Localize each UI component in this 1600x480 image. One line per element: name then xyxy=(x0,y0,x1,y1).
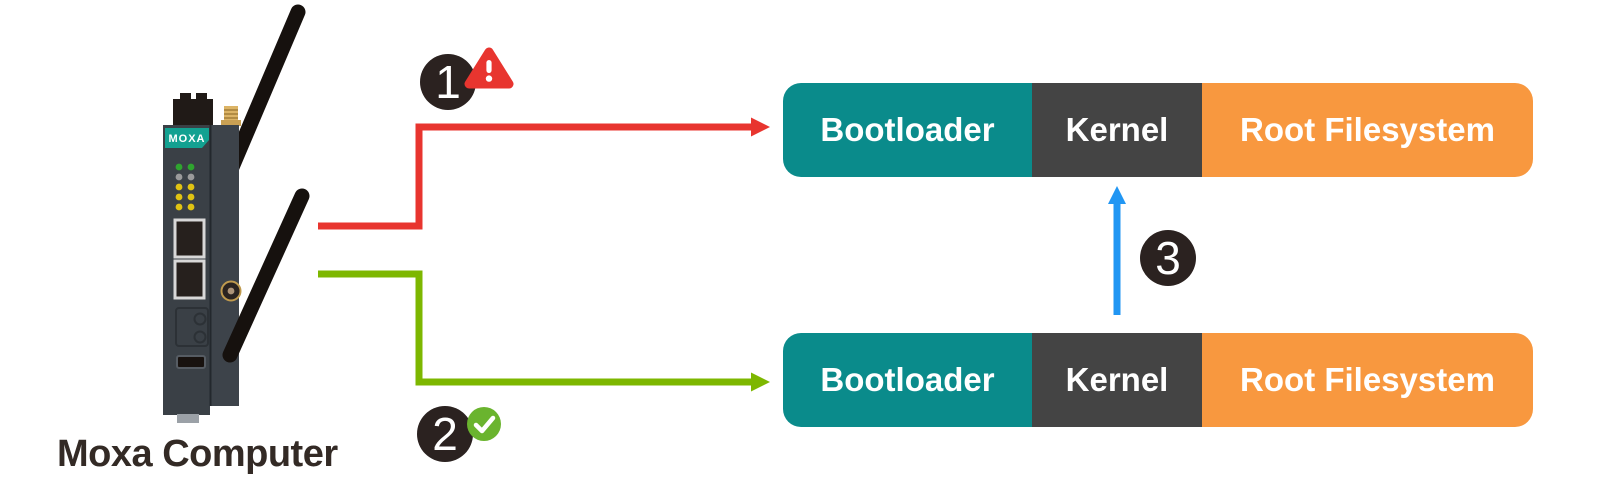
power-jack xyxy=(220,280,242,302)
ethernet-port-2 xyxy=(173,259,206,300)
segment-kernel: Kernel xyxy=(1032,333,1202,427)
device-caption: Moxa Computer xyxy=(57,433,338,475)
antenna-connector xyxy=(221,106,241,126)
green-arrow-line xyxy=(318,270,752,386)
moxa-device-illustration: MOXA xyxy=(163,4,310,423)
sim-slot xyxy=(175,307,209,347)
din-rail-tab xyxy=(177,414,199,423)
moxa-logo-badge: MOXA xyxy=(165,128,209,148)
firmware-bank-bottom: Bootloader Kernel Root Filesystem xyxy=(783,333,1533,427)
warning-icon xyxy=(464,47,514,89)
device-side-panel xyxy=(211,125,239,406)
led-indicators xyxy=(175,163,195,211)
antenna-icon xyxy=(222,4,306,180)
green-arrow-head xyxy=(751,372,770,392)
terminal-block xyxy=(173,93,213,126)
step-2-circle: 2 xyxy=(417,406,473,462)
segment-root-filesystem: Root Filesystem xyxy=(1202,333,1533,427)
moxa-logo-text: MOXA xyxy=(169,133,206,145)
segment-kernel: Kernel xyxy=(1032,83,1202,177)
segment-root-filesystem: Root Filesystem xyxy=(1202,83,1533,177)
check-icon xyxy=(467,407,501,441)
blue-arrow-head xyxy=(1108,186,1126,204)
usb-port xyxy=(176,355,206,369)
segment-bootloader: Bootloader xyxy=(783,333,1032,427)
segment-bootloader: Bootloader xyxy=(783,83,1032,177)
step-3-circle: 3 xyxy=(1140,230,1196,286)
red-arrow-line xyxy=(318,123,752,230)
antenna-icon xyxy=(222,188,310,363)
ethernet-port-1 xyxy=(173,218,206,259)
red-arrow-head xyxy=(751,117,770,137)
firmware-bank-top: Bootloader Kernel Root Filesystem xyxy=(783,83,1533,177)
